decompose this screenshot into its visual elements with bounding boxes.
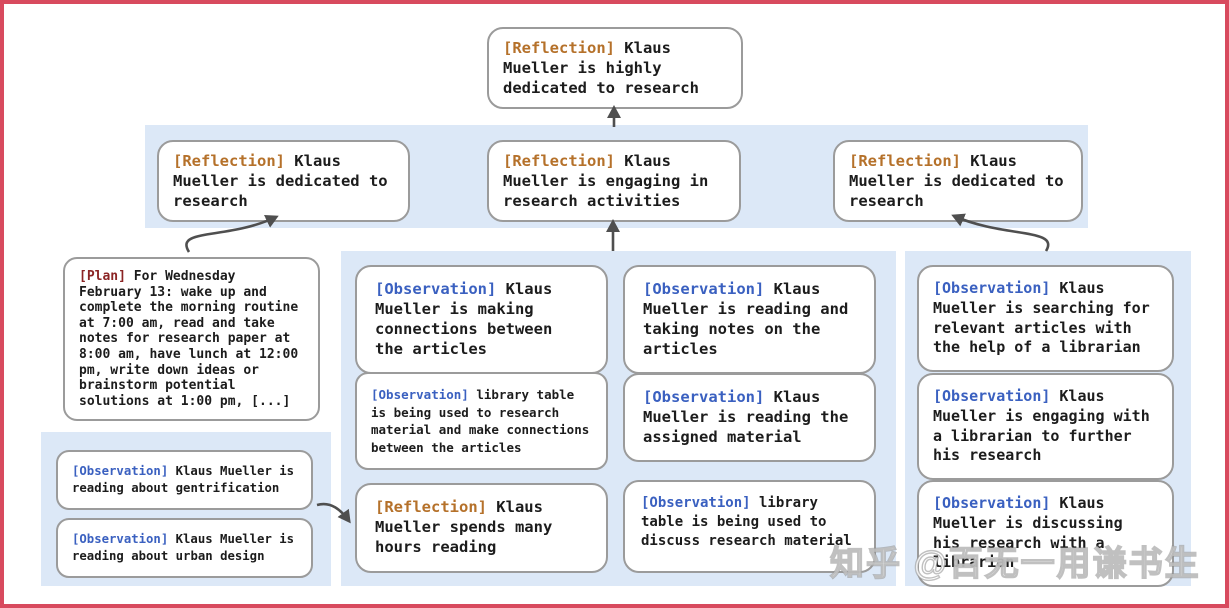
node-text: Klaus Mueller is making connections betw… (375, 280, 553, 359)
node-text: Klaus Mueller is engaging with a librari… (933, 387, 1150, 465)
node-text: Klaus Mueller is highly dedicated to res… (503, 39, 699, 98)
node-text: library table is being used to research … (371, 387, 590, 455)
node-text: Klaus Mueller spends many hours reading (375, 498, 553, 557)
observation-tag: [Observation] (933, 279, 1051, 297)
observation-tag: [Observation] (371, 387, 469, 402)
observation-tag: [Observation] (933, 494, 1051, 512)
node-root-reflection: [Reflection]Klaus Mueller is highly dedi… (487, 27, 743, 110)
node-observation-library-research: [Observation]library table is being used… (355, 372, 608, 470)
observation-tag: [Observation] (643, 388, 765, 406)
node-observation-library-discuss: [Observation]library table is being used… (623, 480, 876, 573)
node-observation-urban-design: [Observation]Klaus Mueller is reading ab… (56, 518, 313, 579)
node-observation-assigned-material: [Observation]Klaus Mueller is reading th… (623, 373, 876, 462)
node-reflection-hours-reading: [Reflection]Klaus Mueller spends many ho… (355, 483, 608, 573)
node-text: library table is being used to discuss r… (641, 495, 852, 549)
node-text: For Wednesday February 13: wake up and c… (79, 269, 299, 409)
node-observation-discussing-librarian: [Observation]Klaus Mueller is discussing… (917, 480, 1174, 588)
node-reflection-right: [Reflection]Klaus Mueller is dedicated t… (833, 140, 1083, 223)
node-reflection-middle: [Reflection]Klaus Mueller is engaging in… (487, 140, 741, 223)
node-text: Klaus Mueller is searching for relevant … (933, 279, 1150, 357)
reflection-tag: [Reflection] (503, 152, 615, 170)
node-observation-connections: [Observation]Klaus Mueller is making con… (355, 265, 608, 374)
observation-tag: [Observation] (933, 387, 1051, 405)
node-observation-searching-articles: [Observation]Klaus Mueller is searching … (917, 265, 1174, 373)
observation-tag: [Observation] (643, 280, 765, 298)
reflection-tag: [Reflection] (503, 39, 615, 57)
reflection-tag: [Reflection] (849, 152, 961, 170)
plan-tag: [Plan] (79, 269, 126, 284)
reflection-tag: [Reflection] (173, 152, 285, 170)
observation-tag: [Observation] (375, 280, 497, 298)
observation-tag: [Observation] (72, 464, 169, 478)
node-reflection-left: [Reflection]Klaus Mueller is dedicated t… (157, 140, 410, 223)
node-text: Klaus Mueller is dedicated to research (849, 152, 1064, 211)
node-observation-taking-notes: [Observation]Klaus Mueller is reading an… (623, 265, 876, 374)
node-text: Klaus Mueller is reading about gentrific… (72, 464, 295, 496)
node-text: Klaus Mueller is reading the assigned ma… (643, 388, 849, 447)
zhihu-watermark: 知乎 @百无一用谦书生 (829, 544, 1201, 583)
node-text: Klaus Mueller is dedicated to research (173, 152, 388, 211)
node-text: Klaus Mueller is discussing his research… (933, 494, 1123, 572)
node-text: Klaus Mueller is reading and taking note… (643, 280, 849, 359)
observation-tag: [Observation] (641, 495, 751, 511)
reflection-tag: [Reflection] (375, 498, 487, 516)
node-text: Klaus Mueller is engaging in research ac… (503, 152, 709, 211)
node-text: Klaus Mueller is reading about urban des… (72, 532, 295, 564)
observation-tag: [Observation] (72, 532, 169, 546)
node-plan: [Plan]For Wednesday February 13: wake up… (63, 257, 320, 422)
node-observation-engaging-librarian: [Observation]Klaus Mueller is engaging w… (917, 373, 1174, 481)
node-observation-gentrification: [Observation]Klaus Mueller is reading ab… (56, 450, 313, 511)
